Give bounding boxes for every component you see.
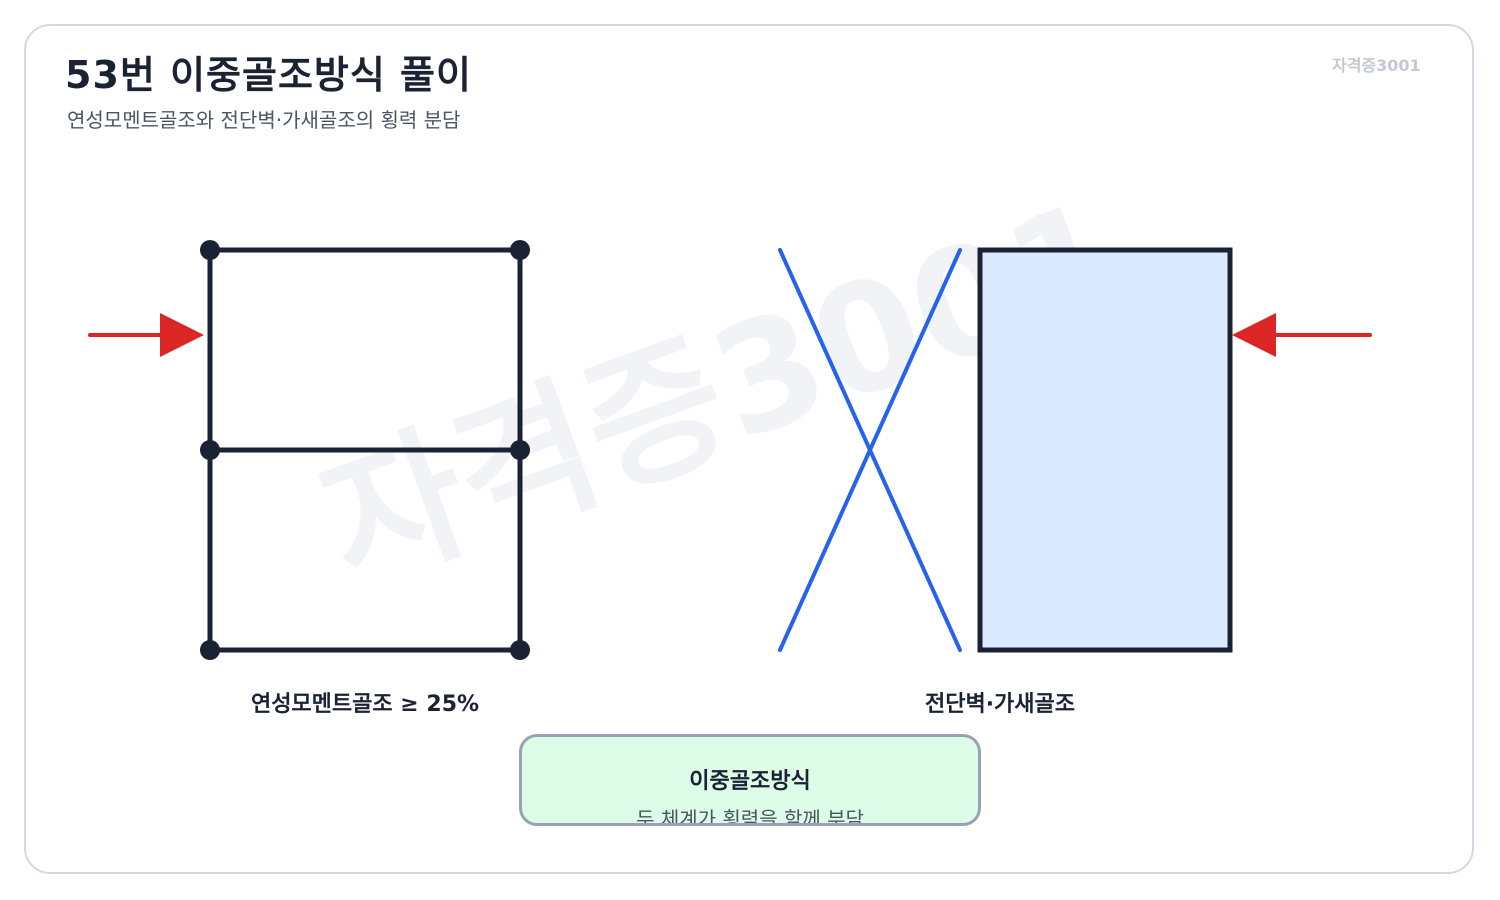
page-title: 53번 이중골조방식 풀이 — [65, 53, 472, 97]
x-brace — [778, 248, 962, 652]
joint-node — [200, 240, 220, 260]
lateral-force-arrow-right — [1232, 313, 1372, 357]
lateral-force-arrow-left — [88, 313, 204, 357]
brace-diagonal — [778, 248, 962, 652]
joint-node — [510, 240, 530, 260]
moment-frame-label: 연성모멘트골조 ≥ 25% — [250, 692, 480, 717]
result-title: 이중골조방식 — [689, 769, 811, 794]
joint-node — [510, 640, 530, 660]
joint-node — [200, 440, 220, 460]
shear-wall-brace-label: 전단벽·가새골조 — [924, 692, 1076, 717]
joint-node — [510, 440, 530, 460]
moment-frame — [200, 240, 530, 660]
joint-node — [200, 640, 220, 660]
page-subtitle: 연성모멘트골조와 전단벽·가새골조의 횡력 분담 — [67, 108, 461, 132]
result-subtitle: 두 체계가 횡력을 함께 부담 — [636, 807, 864, 826]
shear-wall — [977, 247, 1233, 653]
brand-mark: 자격증3001 — [1332, 56, 1421, 75]
dual-system-result-box: 이중골조방식 두 체계가 횡력을 함께 부담 — [519, 734, 981, 826]
